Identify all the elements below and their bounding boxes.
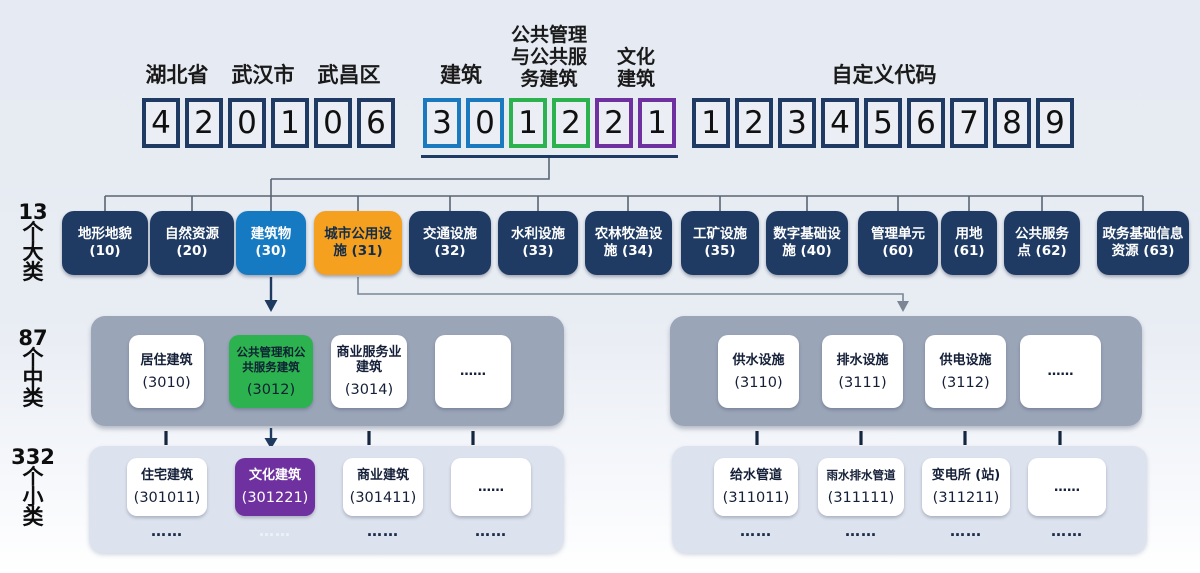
- middle-tier-right-panel: 供水设施 (3110) 排水设施 (3111) 供电设施 (3112) ……: [670, 316, 1142, 426]
- minor-card-commerce: 商业建筑 (301411): [343, 458, 423, 516]
- middle-card-ellipsis: ……: [435, 335, 511, 408]
- digit-box: 9: [1036, 98, 1074, 148]
- digit-box: 4: [142, 98, 180, 148]
- city-label: 武汉市: [231, 63, 295, 87]
- minor-card-substation: 变电所 (站) (311211): [922, 458, 1010, 516]
- major-code-label: 建筑: [440, 63, 482, 87]
- more-items-dots: ……: [1051, 522, 1083, 540]
- minor-card-culture-building: 文化建筑 (301221): [235, 458, 315, 516]
- middle-card-power-supply: 供电设施 (3112): [925, 335, 1006, 408]
- minor-card-rain-drain-pipe: 雨水排水管道 (311111): [818, 458, 904, 516]
- custom-code-digits: 1 2 3 4 5 6 7 8 9: [692, 98, 1074, 148]
- digit-box: 1: [692, 98, 730, 148]
- more-items-dots: ……: [475, 522, 507, 540]
- digit-box: 3: [423, 98, 461, 148]
- digit-box: 2: [185, 98, 223, 148]
- middle-card-drainage: 排水设施 (3111): [822, 335, 903, 408]
- major-box-industry-mining: 工矿设施 (35): [681, 211, 759, 275]
- more-items-dots: ……: [845, 522, 877, 540]
- more-items-dots: ……: [151, 522, 183, 540]
- major-box-transport: 交通设施 (32): [409, 211, 491, 275]
- major-box-buildings: 建筑物 (30): [236, 211, 306, 275]
- more-items-dots: ……: [259, 522, 291, 540]
- middle-tier-left-panel: 居住建筑 (3010) 公共管理和公共服务建筑 (3012) 商业服务业建筑 (…: [91, 316, 564, 426]
- minor-code-label: 文化 建筑: [616, 46, 655, 90]
- digit-box: 2: [552, 98, 590, 148]
- major-box-natural-resources: 自然资源 (20): [150, 211, 234, 275]
- digit-box: 5: [864, 98, 902, 148]
- middle-card-commercial-building: 商业服务业建筑 (3014): [331, 335, 407, 408]
- digit-box: 6: [907, 98, 945, 148]
- digit-box: 0: [314, 98, 352, 148]
- major-box-public-service: 公共服务点 (62): [1004, 211, 1080, 275]
- district-label: 武昌区: [317, 63, 381, 87]
- more-items-dots: ……: [740, 522, 772, 540]
- middle-card-residential: 居住建筑 (3010): [129, 335, 204, 408]
- middle-card-water-supply: 供水设施 (3110): [718, 335, 799, 408]
- major-box-terrain: 地形地貌 (10): [62, 211, 148, 275]
- major-box-land: 用地 (61): [941, 211, 997, 275]
- major-box-digital-infra: 数字基础设施 (40): [766, 211, 848, 275]
- digit-box: 1: [638, 98, 676, 148]
- major-box-agriculture: 农林牧渔设施 (34): [585, 211, 672, 275]
- tier-label-major: 13 个 大 类: [18, 200, 48, 284]
- digit-box: 2: [735, 98, 773, 148]
- digit-box: 4: [821, 98, 859, 148]
- minor-card-ellipsis: ……: [451, 458, 531, 516]
- custom-code-label: 自定义代码: [831, 63, 937, 87]
- minor-card-housing: 住宅建筑 (301011): [127, 458, 207, 516]
- middle-card-ellipsis: ……: [1020, 335, 1101, 408]
- major-box-govt-info: 政务基础信息资源 (63): [1097, 211, 1189, 275]
- minor-card-water-pipe: 给水管道 (311011): [714, 458, 798, 516]
- more-items-dots: ……: [950, 522, 982, 540]
- minor-card-ellipsis: ……: [1028, 458, 1106, 516]
- minor-tier-right-panel: 给水管道 (311011) 雨水排水管道 (311111) 变电所 (站) (3…: [672, 446, 1147, 553]
- digit-box: 0: [228, 98, 266, 148]
- classification-code-digits: 3 0 1 2 2 1: [423, 98, 676, 148]
- digit-box: 1: [509, 98, 547, 148]
- digit-box: 0: [466, 98, 504, 148]
- digit-box: 6: [357, 98, 395, 148]
- digit-box: 2: [595, 98, 633, 148]
- major-box-management-unit: 管理单元 (60): [858, 211, 938, 275]
- digit-box: 3: [778, 98, 816, 148]
- province-label: 湖北省: [145, 63, 209, 87]
- middle-code-label: 公共管理 与公共服 务建筑: [510, 24, 587, 90]
- digit-box: 7: [950, 98, 988, 148]
- minor-tier-left-panel: 住宅建筑 (301011) 文化建筑 (301221) 商业建筑 (301411…: [89, 446, 564, 553]
- major-box-water: 水利设施 (33): [498, 211, 578, 275]
- region-code-digits: 4 2 0 1 0 6: [142, 98, 395, 148]
- tier-label-minor: 332 个 小 类: [11, 445, 55, 529]
- tier-label-middle: 87 个 中 类: [18, 326, 48, 410]
- classification-code-underline: [421, 155, 678, 158]
- more-items-dots: ……: [367, 522, 399, 540]
- digit-box: 8: [993, 98, 1031, 148]
- major-box-public-utilities: 城市公用设施 (31): [314, 211, 402, 275]
- middle-card-public-service-building: 公共管理和公共服务建筑 (3012): [229, 335, 313, 408]
- digit-box: 1: [271, 98, 309, 148]
